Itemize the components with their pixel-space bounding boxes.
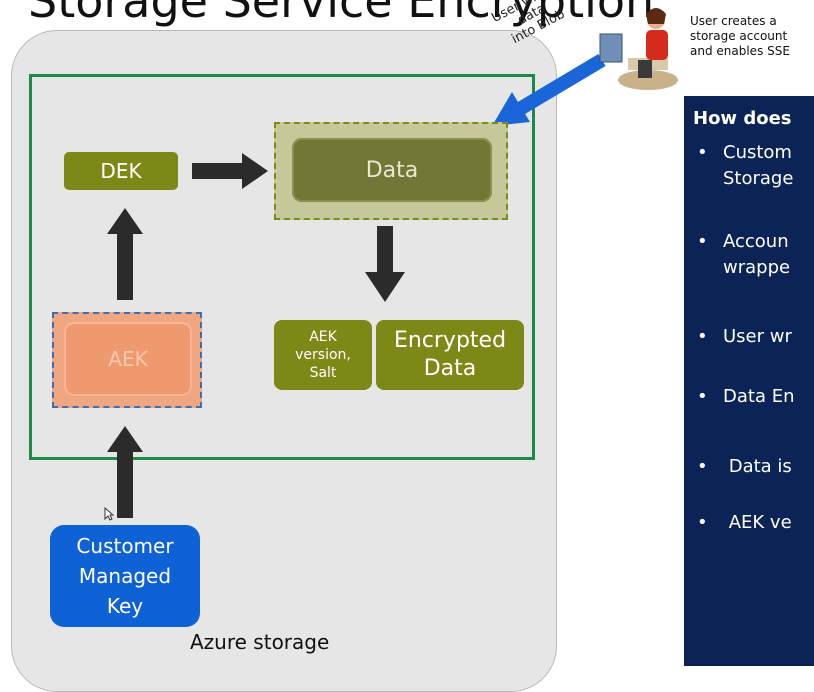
- data-node: Data: [292, 138, 492, 202]
- mouse-cursor-icon: [104, 506, 115, 525]
- panel-bullet: • AEK ve: [697, 512, 792, 533]
- aek-node: AEK: [64, 322, 192, 396]
- aek-version-salt-node: AEK version, Salt: [274, 320, 372, 390]
- arrow-aek-to-dek: [107, 208, 143, 300]
- arrow-data-to-encrypted: [365, 226, 405, 302]
- user-caption: User creates a storage account and enabl…: [690, 14, 790, 58]
- arrows-layer: [107, 8, 678, 518]
- dek-node: DEK: [64, 152, 178, 190]
- panel-bullet: •Data En: [697, 386, 795, 407]
- storage-account-boundary: [29, 74, 535, 460]
- panel-bullet: •User wr: [697, 326, 792, 347]
- encrypted-data-node: Encrypted Data: [376, 320, 524, 390]
- panel-bullet: • Data is: [697, 456, 792, 477]
- arrow-dek-to-data: [192, 153, 268, 189]
- panel-bullet: •Custom Storage: [697, 142, 794, 189]
- arrow-cmk-to-aek: [107, 426, 143, 518]
- slide-title: Storage Service Encryption: [28, 0, 655, 28]
- azure-storage-label: Azure storage: [190, 630, 330, 654]
- panel-heading: How does: [693, 108, 792, 129]
- user-icon: [599, 8, 678, 90]
- panel-bullet: •Accoun wrappe: [697, 231, 791, 278]
- arrow-user-to-data: [492, 53, 606, 126]
- customer-managed-key-node: Customer Managed Key: [50, 525, 200, 627]
- explanation-panel: [684, 96, 814, 666]
